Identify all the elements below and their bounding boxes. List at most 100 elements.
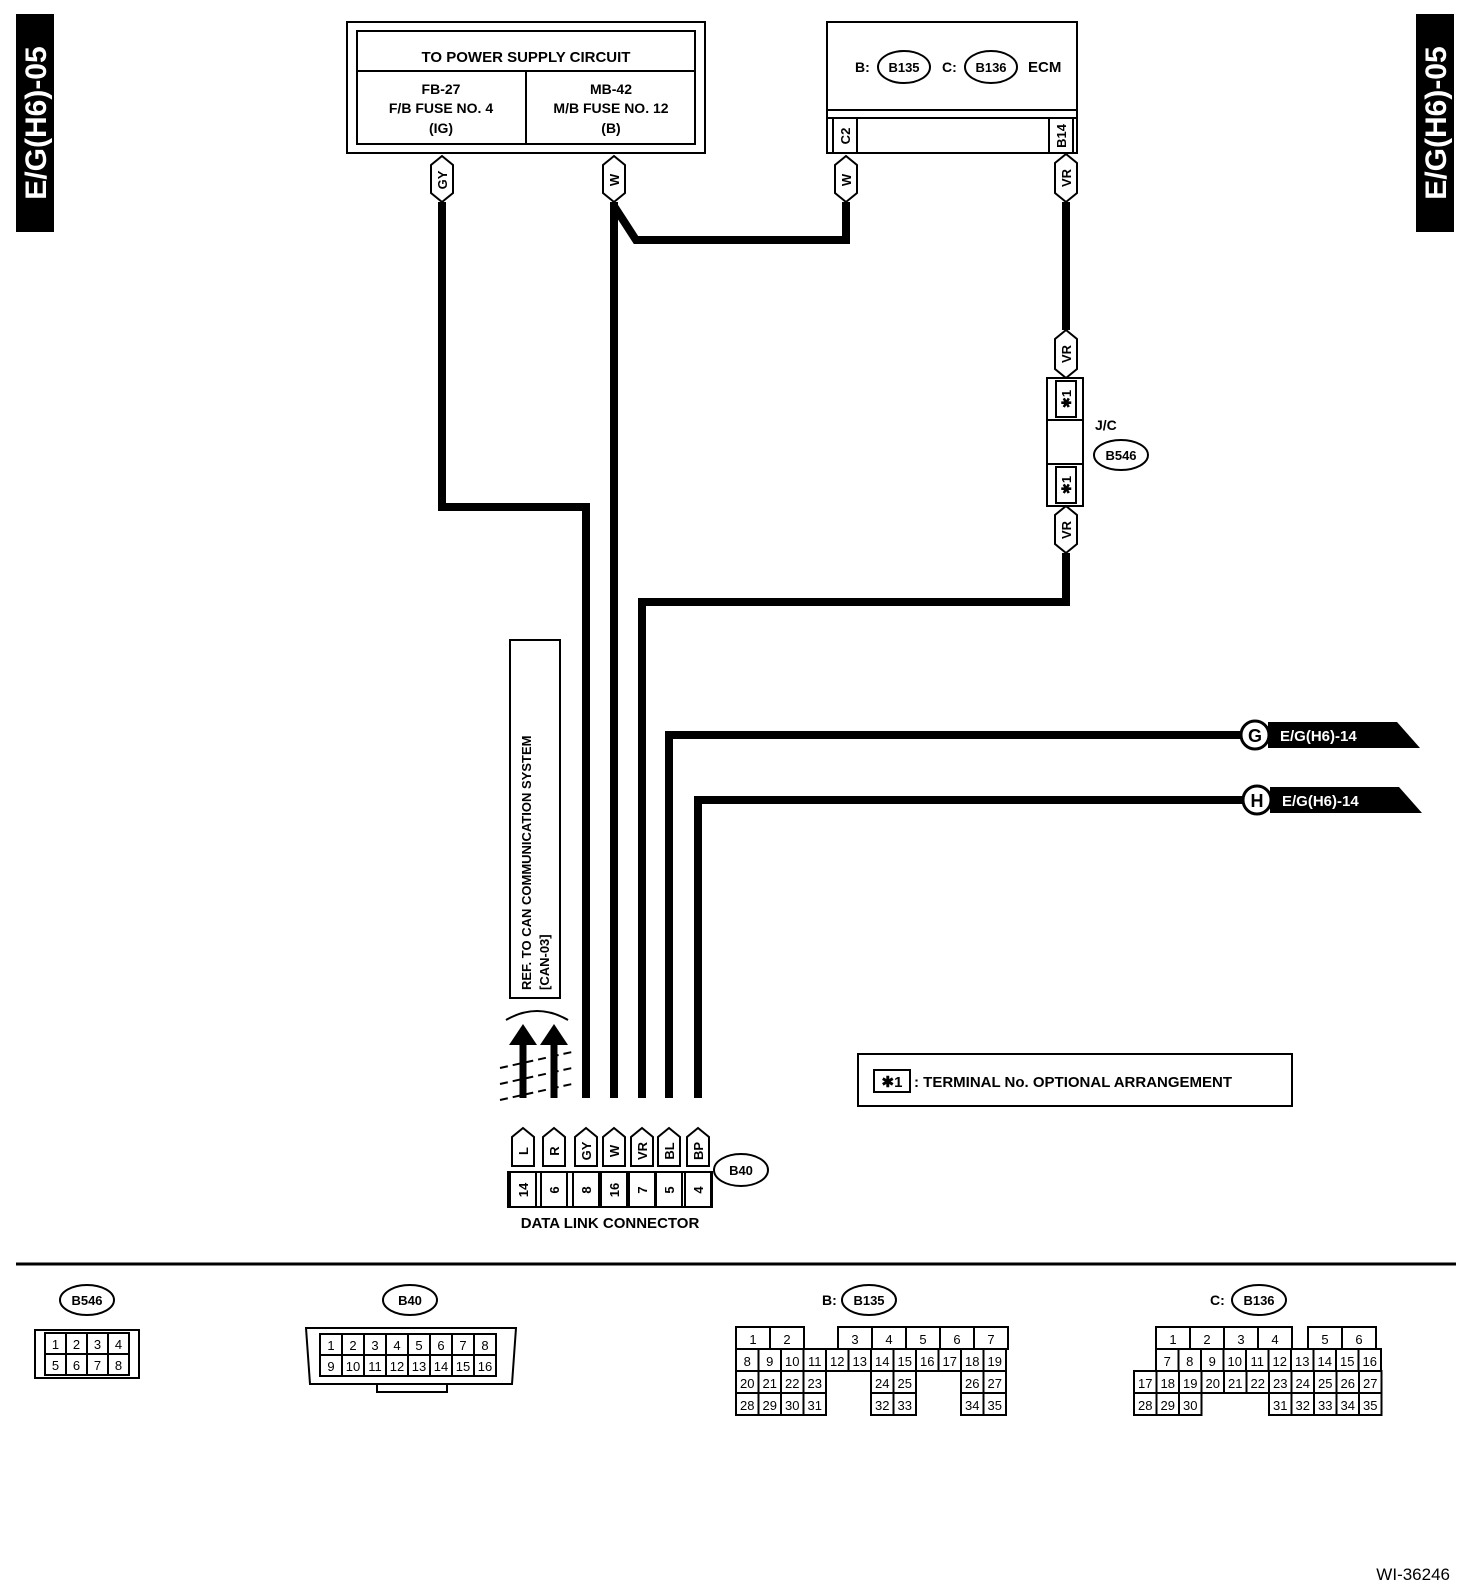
wire-gy <box>438 202 590 1098</box>
face-b135-pin: 3 <box>837 1326 873 1350</box>
face-b135-pin: 15 <box>892 1348 917 1372</box>
face-b40-label: B40 <box>398 1293 422 1308</box>
face-b135-pin-label: 8 <box>744 1354 751 1369</box>
face-b546-pin-label: 2 <box>73 1337 80 1352</box>
face-b135-pin-label: 5 <box>919 1332 926 1347</box>
face-b546-pin: 2 <box>65 1332 88 1355</box>
face-b135-pin: 13 <box>847 1348 872 1372</box>
face-b136-pin-label: 19 <box>1183 1376 1197 1391</box>
wire-tag-w-ecm: W <box>834 154 858 204</box>
face-b136-pin-label: 8 <box>1186 1354 1193 1369</box>
face-b136-pin: 18 <box>1155 1370 1180 1394</box>
face-b136-label: B136 <box>1243 1293 1274 1308</box>
face-b135-pin: 19 <box>982 1348 1007 1372</box>
face-b40-pin-label: 14 <box>434 1359 448 1374</box>
face-b136-pin-label: 18 <box>1161 1376 1175 1391</box>
face-b136-pin-label: 7 <box>1164 1354 1171 1369</box>
wire-tag-gy: GY <box>430 154 454 204</box>
face-b136-pin-label: 12 <box>1273 1354 1287 1369</box>
legend-box: ✱1 : TERMINAL No. OPTIONAL ARRANGEMENT <box>857 1053 1293 1107</box>
ecm-c-prefix: C: <box>942 59 957 75</box>
face-b135-pin: 33 <box>892 1392 917 1416</box>
face-b135-pin: 20 <box>735 1370 760 1394</box>
ecm-b135-label: B135 <box>888 60 919 75</box>
dlc-pin: 5 <box>655 1171 683 1208</box>
face-b136-pin-label: 6 <box>1355 1332 1362 1347</box>
face-b135-pin-label: 12 <box>830 1354 844 1369</box>
face-b135-pin-label: 18 <box>965 1354 979 1369</box>
dlc-wire-tag: VR <box>630 1126 654 1167</box>
can-reference-box: REF. TO CAN COMMUNICATION SYSTEM [CAN-03… <box>499 639 573 1101</box>
face-b136-pin: 7 <box>1155 1348 1180 1372</box>
face-b135-pin-label: 28 <box>740 1398 754 1413</box>
face-b136-pin-label: 28 <box>1138 1398 1152 1413</box>
wire-w-to-ecm <box>610 202 850 244</box>
face-b40-pin-label: 15 <box>456 1359 470 1374</box>
face-b136-pin-label: 14 <box>1318 1354 1332 1369</box>
face-b135-pin: 29 <box>757 1392 782 1416</box>
face-b546-pin: 7 <box>86 1353 109 1376</box>
can-ref-line1: REF. TO CAN COMMUNICATION SYSTEM <box>519 736 534 990</box>
face-b136-pin: 17 <box>1133 1370 1158 1394</box>
fuse-left-line2: F/B FUSE NO. 4 <box>389 100 493 116</box>
power-box-title: TO POWER SUPPLY CIRCUIT <box>422 49 631 66</box>
wire-bp <box>694 796 1244 1098</box>
face-b136-pin-label: 13 <box>1295 1354 1309 1369</box>
can-ref-line2: [CAN-03] <box>537 934 552 990</box>
face-b135-pin-label: 17 <box>943 1354 957 1369</box>
face-b135-pin-label: 15 <box>898 1354 912 1369</box>
face-b136-pin: 31 <box>1268 1392 1293 1416</box>
dlc-wire-tag-label: R <box>547 1146 562 1156</box>
face-b136-pin-label: 34 <box>1341 1398 1355 1413</box>
face-b136-pin: 24 <box>1290 1370 1315 1394</box>
face-b135-pin: 1 <box>735 1326 771 1350</box>
face-b135-pin-label: 25 <box>898 1376 912 1391</box>
face-b135-pin: 2 <box>769 1326 805 1350</box>
fuse-right-line3: (B) <box>601 120 620 136</box>
ref-g-text: E/G(H6)-14 <box>1280 728 1357 745</box>
ecm-box: C2 B14 B: B135 C: B136 ECM <box>826 21 1078 154</box>
dlc-wire-tag: L <box>511 1126 535 1167</box>
face-b546-pin-label: 6 <box>73 1358 80 1373</box>
face-b136-badge <box>1231 1284 1287 1316</box>
face-b135-pin-label: 33 <box>898 1398 912 1413</box>
face-b546-pin-label: 1 <box>52 1337 59 1352</box>
face-b136-pin-label: 16 <box>1363 1354 1377 1369</box>
face-b135-pin: 30 <box>780 1392 805 1416</box>
dlc-pin: 4 <box>684 1171 712 1208</box>
ecm-label: ECM <box>1028 59 1061 76</box>
face-b135-pin-label: 21 <box>763 1376 777 1391</box>
face-b135-pin-label: 29 <box>763 1398 777 1413</box>
face-b40-badge <box>382 1284 438 1316</box>
dlc-pin-label: 7 <box>635 1186 650 1193</box>
face-b135-pin-label: 23 <box>808 1376 822 1391</box>
face-b136-pin-label: 2 <box>1203 1332 1210 1347</box>
jc-b546-label: B546 <box>1105 448 1136 463</box>
face-b135-pin: 14 <box>870 1348 895 1372</box>
dlc-wire-tag-label: BP <box>691 1142 706 1160</box>
face-b135-pin: 5 <box>905 1326 941 1350</box>
face-b135-pin-label: 13 <box>853 1354 867 1369</box>
face-b135-pin-label: 35 <box>988 1398 1002 1413</box>
face-b136-pin-label: 10 <box>1228 1354 1242 1369</box>
wires <box>438 202 1244 1098</box>
face-b546-pin-label: 5 <box>52 1358 59 1373</box>
side-tab-left-label: E/G(H6)-05 <box>20 46 53 199</box>
face-b135-pin: 21 <box>757 1370 782 1394</box>
dlc-pin-label: 6 <box>547 1186 562 1193</box>
face-b135-pin: 25 <box>892 1370 917 1394</box>
wire-tag-w: W <box>602 154 626 204</box>
face-b136-pin: 13 <box>1290 1348 1315 1372</box>
face-b135-pin-label: 11 <box>808 1354 822 1369</box>
face-b136-pin: 4 <box>1257 1326 1293 1350</box>
legend-text: : TERMINAL No. OPTIONAL ARRANGEMENT <box>914 1074 1232 1091</box>
legend-symbol: ✱1 <box>882 1074 903 1091</box>
face-b135-pin-label: 7 <box>987 1332 994 1347</box>
dlc-pin: 6 <box>540 1171 568 1208</box>
face-b136-pin-label: 17 <box>1138 1376 1152 1391</box>
face-b40-pin: 11 <box>363 1354 387 1377</box>
dlc-wire-tag-label: GY <box>579 1141 594 1160</box>
ecm-b-prefix: B: <box>855 59 870 75</box>
face-b135-pin: 22 <box>780 1370 805 1394</box>
